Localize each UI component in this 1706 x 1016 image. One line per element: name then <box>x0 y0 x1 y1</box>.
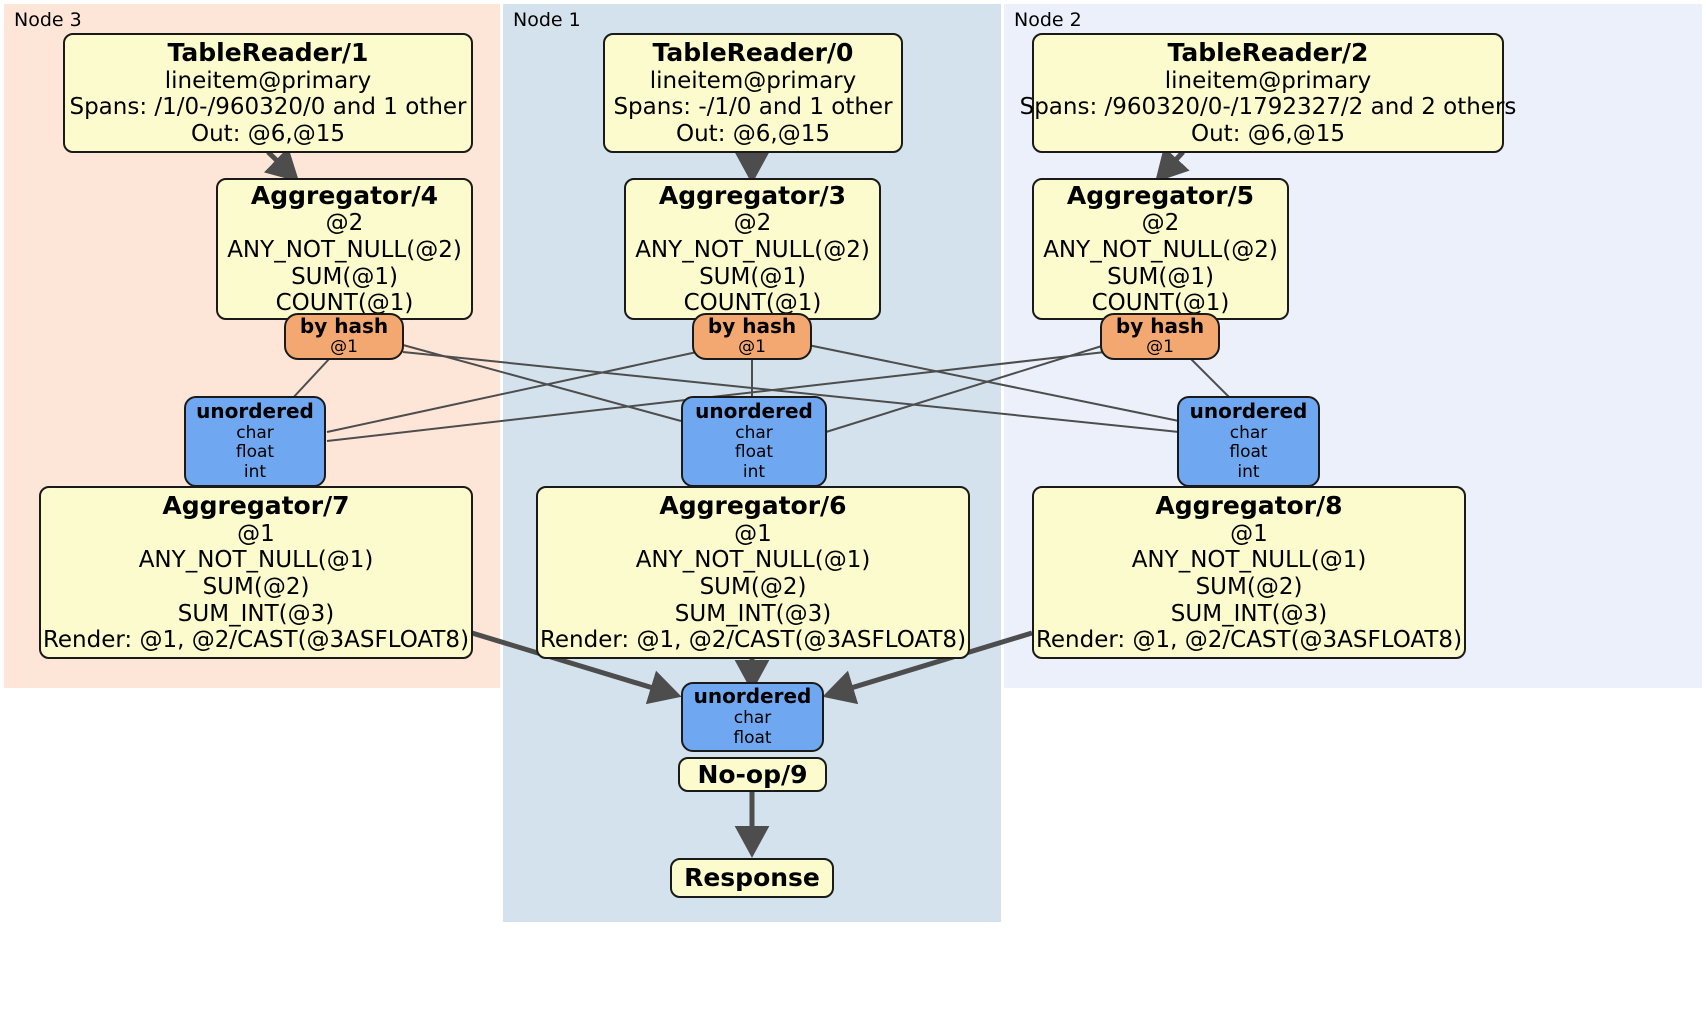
processor-title: Aggregator/4 <box>250 180 439 210</box>
processor-detail-line: ANY_NOT_NULL(@2) <box>1043 237 1278 264</box>
processor-title: Aggregator/6 <box>659 491 847 521</box>
processor-detail-line: @1 <box>734 520 772 547</box>
stream-detail-line: float <box>734 442 774 463</box>
processor-detail-line: SUM(@1) <box>291 263 398 290</box>
processor-detail-line: Spans: /960320/0-/1792327/2 and 2 others <box>1019 94 1517 121</box>
processor-noop-9[interactable]: No-op/9 <box>678 757 827 792</box>
stream-detail-line: char <box>733 708 772 729</box>
processor-aggregator-7[interactable]: Aggregator/7 @1 ANY_NOT_NULL(@1) SUM(@2)… <box>39 486 473 659</box>
stream-detail-line: float <box>1229 442 1268 463</box>
router-by-hash-node2[interactable]: by hash @1 <box>1100 313 1220 360</box>
processor-detail-line: Render: @1, @2/CAST(@3ASFLOAT8) <box>1035 627 1463 654</box>
processor-title: Aggregator/5 <box>1066 180 1255 210</box>
stream-unordered-final[interactable]: unordered char float <box>681 682 824 752</box>
processor-title: Aggregator/7 <box>162 491 350 521</box>
processor-detail-line: COUNT(@1) <box>683 290 822 317</box>
processor-detail-line: SUM(@2) <box>202 573 310 600</box>
processor-detail-line: @2 <box>325 210 364 237</box>
processor-title: TableReader/1 <box>167 38 369 68</box>
node-region-label: Node 3 <box>14 9 82 31</box>
processor-detail-line: @1 <box>1230 520 1268 547</box>
stream-title: unordered <box>695 399 813 424</box>
processor-aggregator-4[interactable]: Aggregator/4 @2 ANY_NOT_NULL(@2) SUM(@1)… <box>216 178 473 320</box>
processor-detail-line: ANY_NOT_NULL(@1) <box>635 547 871 574</box>
stream-detail-line: float <box>733 727 772 748</box>
processor-detail-line: SUM_INT(@3) <box>177 600 335 627</box>
stream-detail-line: char <box>1229 422 1268 443</box>
router-title: by hash <box>707 313 797 338</box>
processor-detail-line: Out: @6,@15 <box>676 121 830 148</box>
processor-detail-line: SUM(@2) <box>1195 573 1303 600</box>
stream-detail-line: int <box>742 462 766 483</box>
processor-aggregator-6[interactable]: Aggregator/6 @1 ANY_NOT_NULL(@1) SUM(@2)… <box>536 486 970 659</box>
processor-response[interactable]: Response <box>670 858 834 898</box>
processor-aggregator-8[interactable]: Aggregator/8 @1 ANY_NOT_NULL(@1) SUM(@2)… <box>1032 486 1466 659</box>
processor-detail-line: Render: @1, @2/CAST(@3ASFLOAT8) <box>42 627 470 654</box>
processor-detail-line: SUM(@1) <box>699 263 806 290</box>
router-detail-line: @1 <box>330 337 358 358</box>
stream-unordered-node1[interactable]: unordered char float int <box>681 396 827 487</box>
stream-title: unordered <box>196 399 314 424</box>
router-title: by hash <box>1115 313 1205 338</box>
processor-detail-line: lineitem@primary <box>1164 67 1372 94</box>
processor-detail-line: Render: @1, @2/CAST(@3ASFLOAT8) <box>539 627 967 654</box>
processor-tablereader-2[interactable]: TableReader/2 lineitem@primary Spans: /9… <box>1020 33 1516 153</box>
processor-aggregator-5[interactable]: Aggregator/5 @2 ANY_NOT_NULL(@2) SUM(@1)… <box>1032 178 1289 320</box>
processor-title: Aggregator/8 <box>1155 491 1343 521</box>
processor-detail-line: ANY_NOT_NULL(@2) <box>635 237 870 264</box>
processor-detail-line: Spans: /1/0-/960320/0 and 1 other <box>69 94 467 121</box>
router-by-hash-node3[interactable]: by hash @1 <box>284 313 404 360</box>
router-by-hash-node1[interactable]: by hash @1 <box>692 313 812 360</box>
processor-detail-line: Out: @6,@15 <box>1191 121 1345 148</box>
processor-detail-line: @2 <box>1141 210 1180 237</box>
stream-title: unordered <box>1189 399 1308 424</box>
processor-detail-line: lineitem@primary <box>649 67 857 94</box>
processor-title: TableReader/0 <box>652 38 854 68</box>
processor-detail-line: lineitem@primary <box>164 67 372 94</box>
router-detail-line: @1 <box>738 337 766 358</box>
processor-title: No-op/9 <box>697 759 808 789</box>
processor-detail-line: ANY_NOT_NULL(@2) <box>227 237 462 264</box>
stream-unordered-node2[interactable]: unordered char float int <box>1177 396 1320 487</box>
stream-detail-line: int <box>1237 462 1260 483</box>
router-detail-line: @1 <box>1146 337 1174 358</box>
processor-tablereader-1[interactable]: TableReader/1 lineitem@primary Spans: /1… <box>63 33 473 153</box>
processor-detail-line: Spans: -/1/0 and 1 other <box>613 94 893 121</box>
stream-detail-line: char <box>735 422 773 443</box>
stream-detail-line: char <box>236 422 274 443</box>
processor-detail-line: COUNT(@1) <box>1091 290 1230 317</box>
stream-unordered-node3[interactable]: unordered char float int <box>184 396 326 487</box>
processor-detail-line: SUM_INT(@3) <box>1170 600 1328 627</box>
processor-detail-line: @2 <box>733 210 772 237</box>
processor-title: TableReader/2 <box>1167 38 1369 68</box>
processor-title: Aggregator/3 <box>658 180 847 210</box>
processor-detail-line: ANY_NOT_NULL(@1) <box>1131 547 1367 574</box>
stream-detail-line: float <box>235 442 275 463</box>
router-title: by hash <box>299 313 389 338</box>
processor-title: Response <box>684 863 820 893</box>
node-region-label: Node 1 <box>513 9 581 31</box>
processor-tablereader-0[interactable]: TableReader/0 lineitem@primary Spans: -/… <box>603 33 903 153</box>
stream-title: unordered <box>693 684 812 709</box>
processor-detail-line: SUM(@2) <box>699 573 807 600</box>
processor-detail-line: SUM_INT(@3) <box>674 600 832 627</box>
processor-detail-line: ANY_NOT_NULL(@1) <box>138 547 374 574</box>
processor-aggregator-3[interactable]: Aggregator/3 @2 ANY_NOT_NULL(@2) SUM(@1)… <box>624 178 881 320</box>
processor-detail-line: @1 <box>237 520 275 547</box>
stream-detail-line: int <box>243 462 267 483</box>
processor-detail-line: COUNT(@1) <box>275 290 414 317</box>
processor-detail-line: Out: @6,@15 <box>191 121 345 148</box>
processor-detail-line: SUM(@1) <box>1107 263 1214 290</box>
node-region-label: Node 2 <box>1014 9 1082 31</box>
